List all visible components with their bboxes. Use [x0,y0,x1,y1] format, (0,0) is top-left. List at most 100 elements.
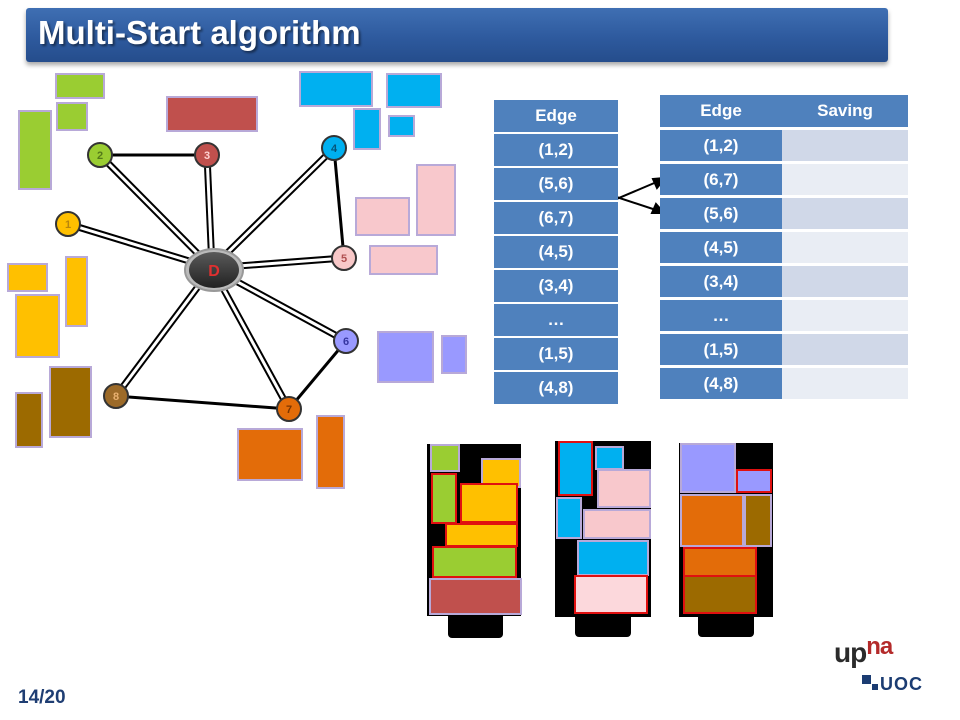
truck-load [583,509,651,539]
edge-cell: (6,7) [660,164,782,198]
item-box [18,110,52,190]
item-box [416,164,456,236]
saving-cell [782,300,908,334]
truck-load [430,444,460,472]
item-box [388,115,415,137]
truck-load [445,523,518,547]
edge-cell: (4,8) [494,372,618,406]
saving-cell [782,368,908,402]
saving-cell [782,198,908,232]
node-7-label: 7 [286,404,292,416]
node-2-label: 2 [97,150,103,162]
upna-logo: upna [834,633,893,669]
truck-load [574,575,648,614]
truck-load [744,494,772,547]
truck-load [597,469,651,508]
title-bar: Multi-Start algorithm [26,8,888,62]
item-box [56,102,88,131]
uoc-logo-mark [862,675,878,690]
node-3 [194,142,220,168]
truck-load [558,441,593,496]
saving-header: Saving [782,95,908,130]
item-box [237,428,303,481]
edge-cell: (1,5) [660,334,782,368]
truck-load [577,540,649,576]
truck-load [683,575,757,614]
edge-cell: (3,4) [494,270,618,304]
node-6-label: 6 [343,336,349,348]
truck-1 [427,444,522,638]
edge-cell: (3,4) [660,266,782,300]
truck-load [683,547,757,577]
truck-load [431,473,457,524]
truck-wheel [448,612,503,638]
item-box [316,415,345,489]
truck-load [680,443,736,493]
truck-load [429,578,522,615]
depot-node-core [189,252,239,288]
saving-cell [782,266,908,300]
node-8 [103,383,129,409]
savings-table: Edge Saving (1,2) (6,7) (5,6) (4,5) (3,4… [660,95,908,402]
truck-load [481,458,521,488]
truck-load [460,483,518,523]
item-box [49,366,92,438]
item-box [353,108,381,150]
edge-cell: (4,5) [660,232,782,266]
item-box [15,392,43,448]
node-7 [276,396,302,422]
node-4-label: 4 [331,143,338,155]
saving-cell [782,130,908,164]
edge-cell: … [660,300,782,334]
node-4 [321,135,347,161]
item-box [15,294,60,358]
item-boxes-group [7,71,467,489]
edge-header: Edge [494,100,618,134]
truck-load [432,546,517,578]
node-5 [331,245,357,271]
saving-cell [782,164,908,198]
slide-title: Multi-Start algorithm [38,14,361,51]
node-1 [55,211,81,237]
edge-cell: (1,2) [660,130,782,164]
item-box [355,197,410,236]
saving-cell [782,232,908,266]
upna-logo-accent: na [866,633,893,660]
node-1-label: 1 [65,219,71,231]
truck-wheel [698,612,754,637]
edge-header: Edge [660,95,782,130]
uoc-logo: UOC [880,674,923,694]
truck-load [736,469,772,493]
item-box [166,96,258,132]
graph-nodes: D 1 2 3 4 5 6 7 8 [55,135,359,422]
edge-cell: (4,8) [660,368,782,402]
edge-cell: (5,6) [494,168,618,202]
edge-cell: (5,6) [660,198,782,232]
node-3-label: 3 [204,150,210,162]
item-box [369,245,438,275]
item-box [299,71,373,107]
item-box [377,331,434,383]
truck-wheel [575,612,631,637]
truck-3 [679,443,773,637]
item-box [441,335,467,374]
truck-2 [555,441,651,637]
edge-cell: (1,5) [494,338,618,372]
edge-cell: (1,2) [494,134,618,168]
item-box [55,73,105,99]
graph-edges [66,145,348,411]
truck-load [680,494,744,547]
item-box [386,73,442,108]
item-box [7,263,48,292]
item-box [65,256,88,327]
upna-logo-text: up [834,637,867,668]
depot-label: D [208,263,220,280]
edge-cell: … [494,304,618,338]
edge-cell: (6,7) [494,202,618,236]
page-number: 14/20 [18,687,66,708]
edge-cell: (4,5) [494,236,618,270]
saving-cell [782,334,908,368]
node-8-label: 8 [113,391,119,403]
edge-list-table: Edge (1,2) (5,6) (6,7) (4,5) (3,4) … (1,… [494,100,618,406]
